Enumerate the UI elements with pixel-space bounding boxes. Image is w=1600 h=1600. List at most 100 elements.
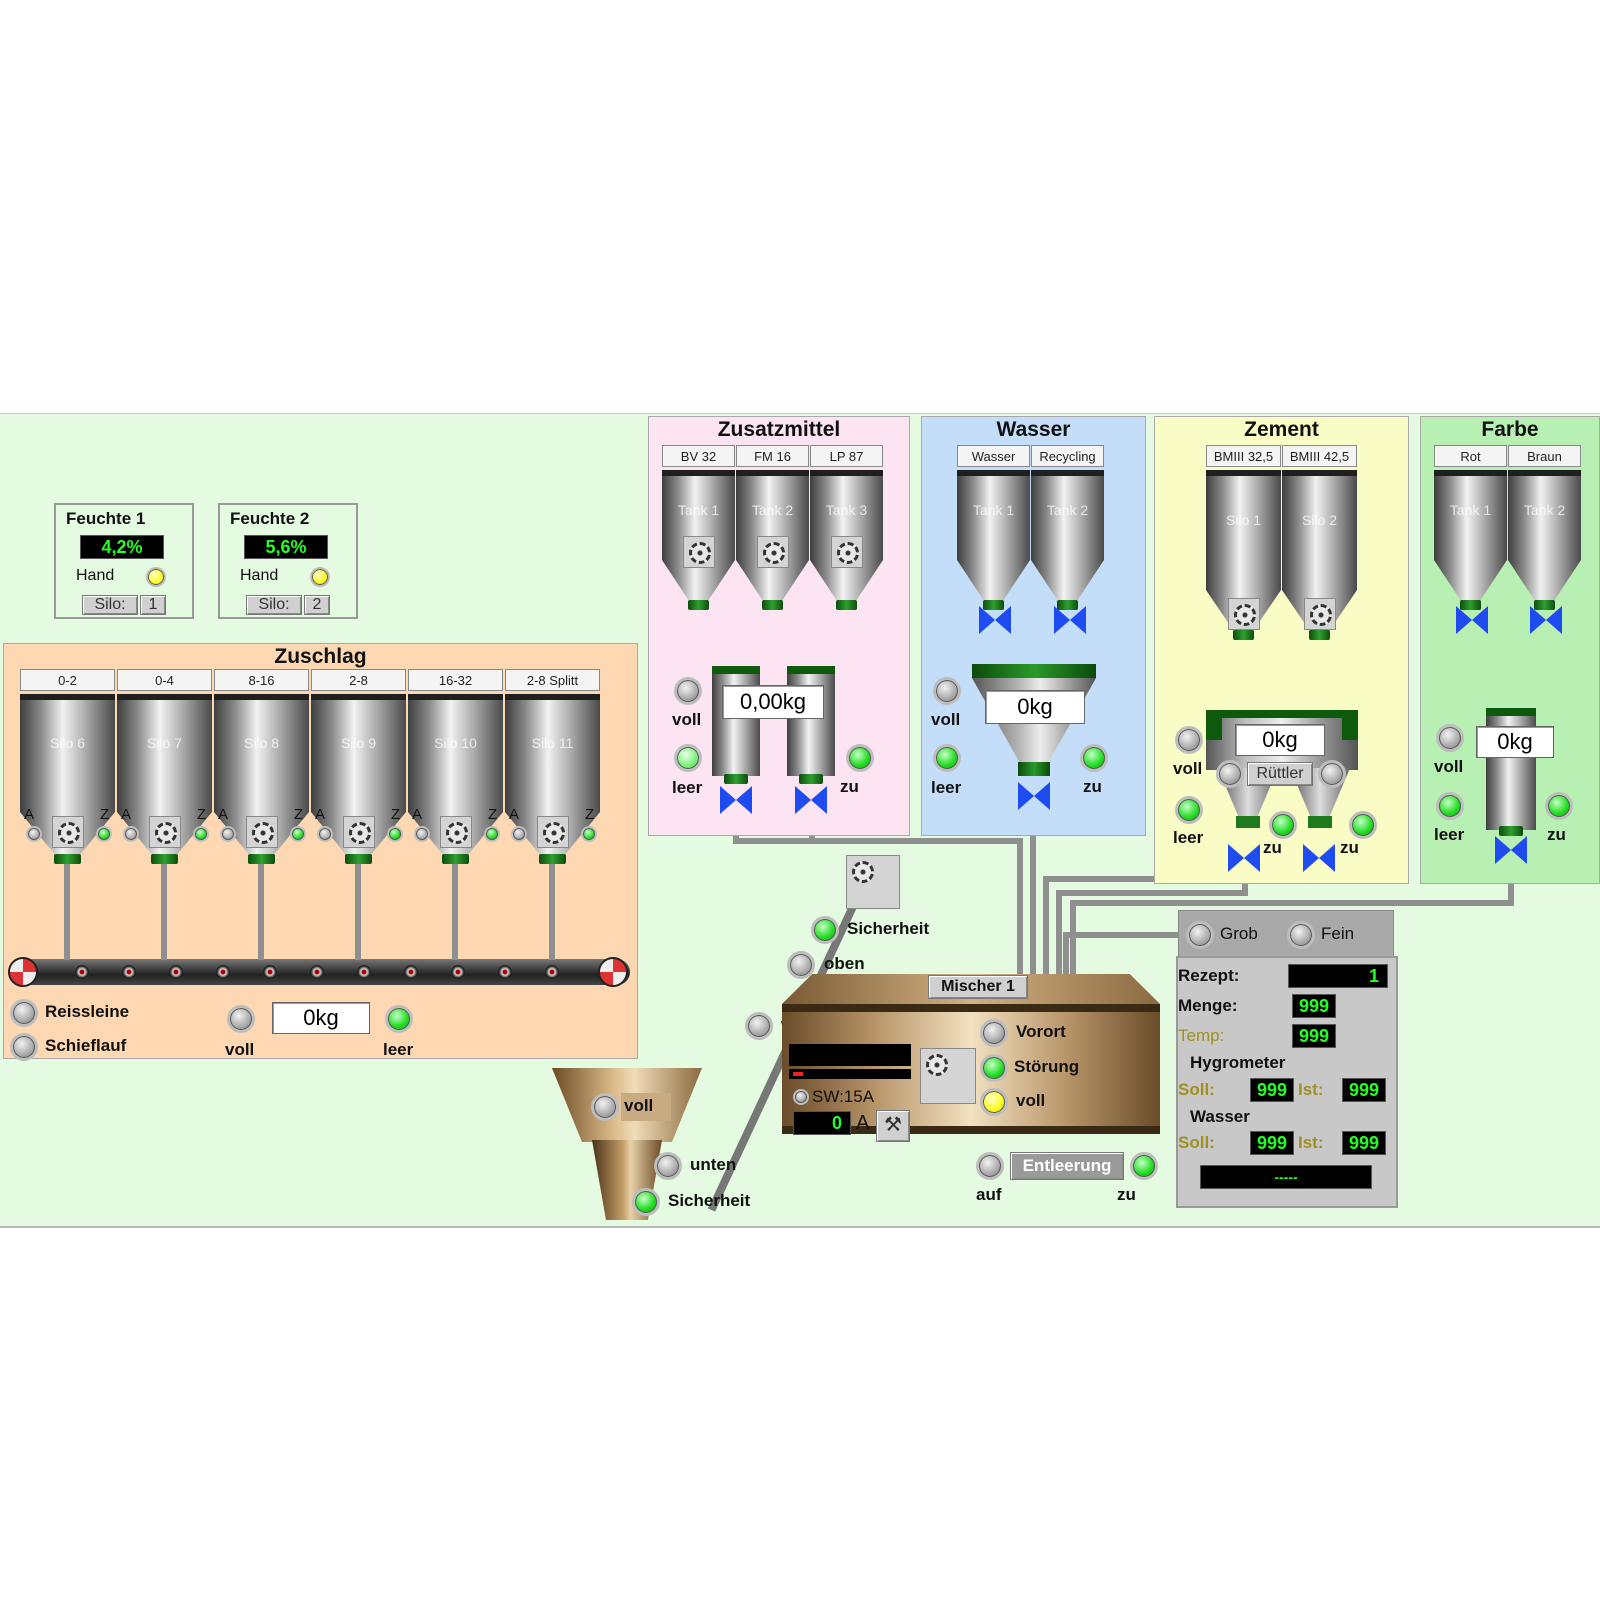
- zement-valve-2[interactable]: [1303, 844, 1335, 872]
- wasser-voll-indicator[interactable]: [933, 677, 961, 705]
- zement-valve-1[interactable]: [1228, 844, 1260, 872]
- plant-overview-canvas: Feuchte 1 4,2% Hand Silo: 1 Feuchte 2 5,…: [0, 413, 1600, 1228]
- wasser-title: Wasser: [996, 418, 1071, 441]
- skip-sicherheit-top-indicator[interactable]: [811, 916, 839, 944]
- skip-oben-indicator[interactable]: [787, 951, 815, 979]
- feuchte-2-value: 5,6%: [244, 535, 328, 559]
- zusatz-valve-1[interactable]: [720, 786, 752, 814]
- zusatz-voll-indicator[interactable]: [674, 677, 702, 705]
- zement-zu-1-indicator[interactable]: [1269, 811, 1297, 839]
- zuschlag-silo-6-agitator-gear-icon[interactable]: [536, 816, 569, 848]
- wasser-weigh-funnel: [972, 664, 1096, 784]
- feuchte-2-silo-label[interactable]: Silo:: [246, 595, 302, 615]
- fein-indicator[interactable]: [1287, 921, 1315, 949]
- skip-winch-gear-icon[interactable]: [846, 855, 900, 909]
- mixer-drive-gear-icon[interactable]: [920, 1048, 976, 1104]
- zuschlag-voll-indicator[interactable]: [227, 1005, 255, 1033]
- entleerung-button[interactable]: Entleerung: [1010, 1152, 1124, 1180]
- zuschlag-silo-2-a-indicator[interactable]: [123, 826, 139, 842]
- mixer-sw-indicator: [793, 1089, 809, 1105]
- pipe: [1063, 932, 1183, 938]
- wasser-ist-value: 999: [1342, 1131, 1386, 1155]
- feuchte-2-silo-number[interactable]: 2: [304, 595, 330, 615]
- zement-silo-2-agitator-gear-icon[interactable]: [1303, 598, 1336, 630]
- zuschlag-silo-4-a-indicator[interactable]: [317, 826, 333, 842]
- skip-sicherheit-bottom-indicator[interactable]: [632, 1188, 660, 1216]
- zuschlag-silo-6-a-indicator[interactable]: [511, 826, 527, 842]
- mixer-zu-indicator[interactable]: [1130, 1152, 1158, 1180]
- zement-zu-2-indicator[interactable]: [1349, 811, 1377, 839]
- farbe-zu-indicator[interactable]: [1545, 792, 1573, 820]
- wasser-leer-label: leer: [931, 778, 962, 797]
- wasser-tank-2-body: [1031, 470, 1104, 560]
- zuschlag-silo-1-a-indicator[interactable]: [26, 826, 42, 842]
- grob-indicator[interactable]: [1186, 921, 1214, 949]
- mixer-vorort-indicator[interactable]: [980, 1019, 1008, 1047]
- wasser-tank-1: Tank 1: [957, 470, 1030, 612]
- zuschlag-silo-5-agitator-gear-icon[interactable]: [439, 816, 472, 848]
- zuschlag-silo-6-outlet: [539, 854, 566, 864]
- zusatz-tank-2-agitator-gear-icon[interactable]: [756, 536, 789, 568]
- zuschlag-leer-indicator[interactable]: [385, 1005, 413, 1033]
- farbe-weight-display: 0kg: [1476, 726, 1554, 758]
- zuschlag-silo-1-z-indicator[interactable]: [96, 826, 112, 842]
- skip-unten-indicator[interactable]: [654, 1152, 682, 1180]
- mixer-stoerung-indicator[interactable]: [980, 1054, 1008, 1082]
- zusatz-leer-label: leer: [672, 778, 703, 797]
- wasser-soll-value: 999: [1250, 1131, 1294, 1155]
- reissleine-indicator[interactable]: [10, 999, 38, 1027]
- zuschlag-silo-6-z-indicator[interactable]: [581, 826, 597, 842]
- zuschlag-label-4: 2-8: [311, 669, 406, 691]
- zuschlag-silo-1-agitator-gear-icon[interactable]: [51, 816, 84, 848]
- zusatz-tank-1-agitator-gear-icon[interactable]: [682, 536, 715, 568]
- mixer-service-tool-icon[interactable]: ⚒: [876, 1110, 910, 1142]
- schieflauf-label: Schieflauf: [45, 1036, 127, 1055]
- skip-warten-indicator[interactable]: [745, 1012, 773, 1040]
- ruettler-right-indicator[interactable]: [1318, 760, 1346, 788]
- ruettler-left-indicator[interactable]: [1216, 760, 1244, 788]
- zuschlag-silo-4-z-indicator[interactable]: [387, 826, 403, 842]
- zuschlag-silo-4-agitator-gear-icon[interactable]: [342, 816, 375, 848]
- ruettler-button[interactable]: Rüttler: [1247, 762, 1313, 786]
- feuchte-1-silo-number[interactable]: 1: [140, 595, 166, 615]
- conveyor-bolt: [169, 965, 183, 979]
- zuschlag-label-6: 2-8 Splitt: [505, 669, 600, 691]
- zusatz-tank-3-agitator-gear-icon[interactable]: [830, 536, 863, 568]
- wasser-leer-indicator[interactable]: [933, 744, 961, 772]
- zuschlag-silo-3-agitator-gear-icon[interactable]: [245, 816, 278, 848]
- mischer-title[interactable]: Mischer 1: [928, 975, 1028, 999]
- mixer-voll-indicator[interactable]: [980, 1088, 1008, 1116]
- zusatz-zu-indicator[interactable]: [846, 744, 874, 772]
- zusatzmittel-label-2: FM 16: [736, 445, 809, 467]
- zuschlag-silo-3-z-indicator[interactable]: [290, 826, 306, 842]
- zement-leer-indicator[interactable]: [1175, 796, 1203, 824]
- feuchte-1-silo-label[interactable]: Silo:: [82, 595, 138, 615]
- zusatz-tank-3-outlet: [836, 600, 857, 610]
- zuschlag-silo-2-agitator-gear-icon[interactable]: [148, 816, 181, 848]
- farbe-voll-indicator[interactable]: [1436, 724, 1464, 752]
- wasser-zu-indicator[interactable]: [1080, 744, 1108, 772]
- hyg-soll-label: Soll:: [1178, 1080, 1215, 1099]
- mixer-auf-indicator[interactable]: [976, 1152, 1004, 1180]
- schieflauf-indicator[interactable]: [10, 1033, 38, 1061]
- zuschlag-silo-6-chute: [549, 864, 555, 960]
- zement-voll-indicator[interactable]: [1175, 726, 1203, 754]
- wasser-zu-label: zu: [1083, 777, 1102, 796]
- farbe-title: Farbe: [1481, 418, 1539, 441]
- zement-silo-1-agitator-gear-icon[interactable]: [1227, 598, 1260, 630]
- zuschlag-silo-5-a-indicator[interactable]: [414, 826, 430, 842]
- wasser-drain-valve[interactable]: [1018, 782, 1050, 810]
- farbe-leer-indicator[interactable]: [1436, 792, 1464, 820]
- zuschlag-silo-5-z-indicator[interactable]: [484, 826, 500, 842]
- zuschlag-silo-2-z-indicator[interactable]: [193, 826, 209, 842]
- wasser-readout-label: Wasser: [1190, 1107, 1250, 1126]
- zuschlag-label-2: 0-4: [117, 669, 212, 691]
- zusatz-leer-indicator[interactable]: [674, 744, 702, 772]
- skip-voll-label: voll: [624, 1096, 654, 1115]
- feuchte-1-mode: Hand: [76, 567, 115, 584]
- farbe-drain-valve[interactable]: [1495, 836, 1527, 864]
- zuschlag-silo-3-a-indicator[interactable]: [220, 826, 236, 842]
- zuschlag-silo-2-outlet: [151, 854, 178, 864]
- zusatz-valve-2[interactable]: [795, 786, 827, 814]
- skip-voll-indicator[interactable]: [591, 1093, 619, 1121]
